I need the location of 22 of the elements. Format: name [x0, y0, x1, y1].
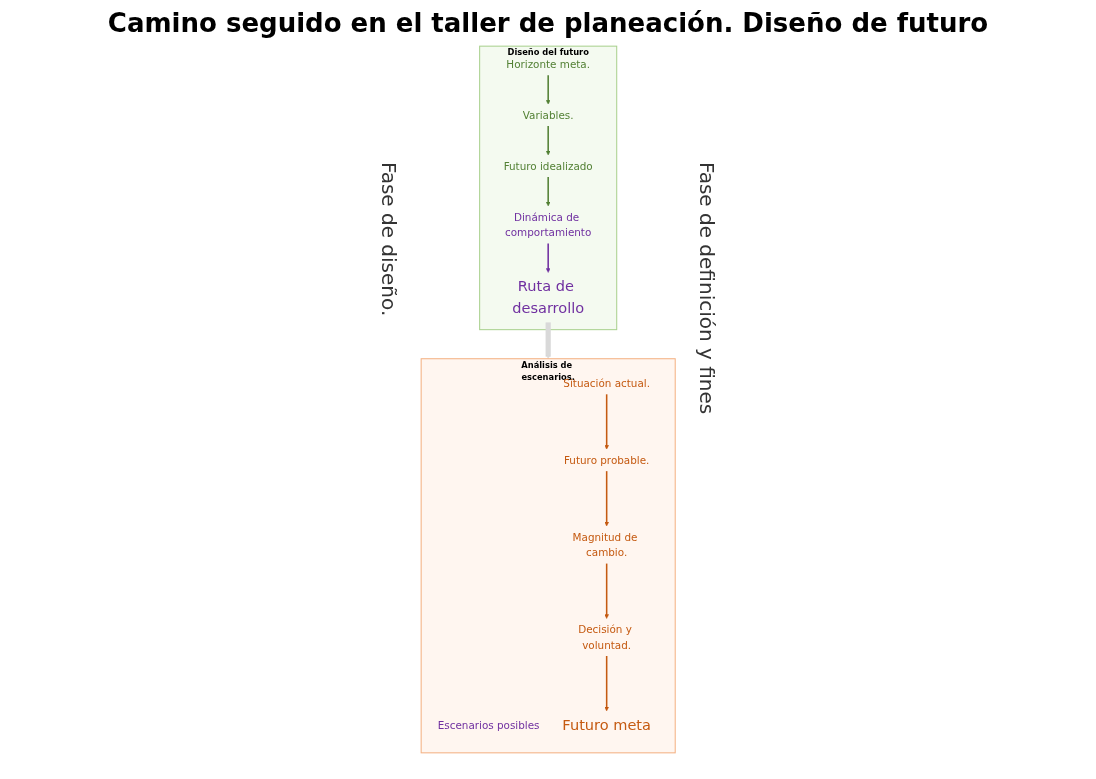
node-text: Futuro probable. [563, 454, 650, 467]
side-note: Fase de diseño. [376, 162, 401, 317]
node-text: Horizonte meta. [506, 58, 590, 71]
node-text: Futuro idealizado [503, 159, 593, 173]
arrow [604, 470, 609, 527]
arrow [604, 655, 609, 712]
diagram-title: Camino seguido en el taller de planeación. Diseño de futuro [106, 8, 990, 38]
node-text: Futuro meta [562, 716, 651, 734]
node-text: Escenarios posibles [437, 718, 540, 732]
arrow [545, 242, 551, 273]
arrow [604, 562, 609, 619]
side-note: Fase de definición y fines [695, 162, 720, 415]
node-text: Variables. [522, 108, 574, 122]
node-text: Magnitud de cambio. [572, 530, 638, 559]
arrow [545, 176, 551, 207]
node-text: Dinámica de comportamiento [504, 210, 592, 239]
arrow [545, 74, 551, 105]
arrow [604, 393, 609, 450]
node-text: Decisión y voluntad. [577, 623, 632, 652]
node-text: Ruta de desarrollo [512, 277, 584, 317]
arrow [545, 125, 551, 156]
arrow [545, 321, 551, 359]
